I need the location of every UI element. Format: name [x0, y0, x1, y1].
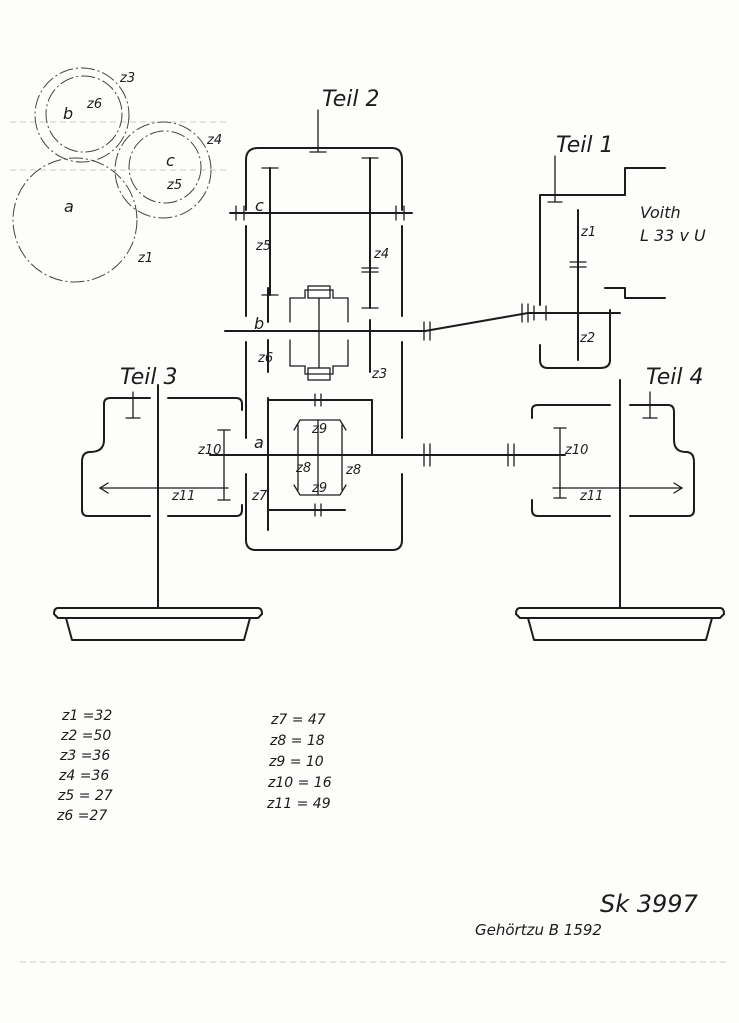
teil2-gearbox: Teil 2 c b a z5 z4	[209, 87, 426, 551]
wheel-right	[515, 607, 725, 619]
gear-label-z11-right: z11	[579, 489, 603, 504]
gear-label-z1: z1	[580, 225, 596, 240]
drive-shaft-lower	[423, 443, 566, 467]
gear-circle-z5	[128, 130, 202, 204]
teil4-axle-drive: Teil 4 z10 z11	[515, 365, 725, 641]
gear-label-z5: z5	[255, 239, 271, 254]
gear-label-z3: z3	[371, 367, 387, 382]
circle-label-z5: z5	[166, 178, 182, 193]
circle-label-a: a	[64, 197, 74, 216]
circle-label-z3: z3	[119, 71, 135, 86]
gear-label-z4: z4	[373, 247, 389, 262]
tooth-count-z7: z7 = 47	[270, 712, 326, 728]
teil1-label: Teil 1	[556, 133, 613, 158]
gear-label-z2: z2	[579, 331, 595, 346]
tooth-count-z9: z9 = 10	[268, 754, 324, 770]
shaft-label-c: c	[255, 196, 264, 215]
teil3-label: Teil 3	[120, 365, 177, 390]
wheel-left	[53, 607, 263, 619]
gear-circle-a	[12, 157, 138, 283]
circle-label-z4: z4	[206, 133, 222, 148]
circle-label-z1: z1	[137, 251, 153, 266]
gear-circle-z4	[114, 121, 212, 219]
voith-label: Voith	[640, 203, 681, 222]
tooth-count-table: z1 =32 z2 =50 z3 =36 z4 =36 z5 = 27 z6 =…	[56, 708, 332, 824]
tooth-count-z10: z10 = 16	[267, 775, 332, 791]
tooth-count-z5: z5 = 27	[57, 788, 113, 804]
drawing-reference: Gehörtzu B 1592	[475, 921, 602, 939]
tooth-count-z4: z4 =36	[58, 768, 109, 784]
teil4-label: Teil 4	[646, 365, 703, 390]
gear-label-z10-left: z10	[197, 443, 221, 458]
tooth-count-z8: z8 = 18	[269, 733, 325, 749]
gear-label-z8-right: z8	[345, 463, 361, 478]
drive-shaft-upper	[424, 312, 529, 332]
teil3-axle-drive: Teil 3 z10 z11	[53, 365, 263, 641]
tooth-count-z11: z11 = 49	[266, 796, 331, 812]
circle-label-c: c	[166, 151, 175, 170]
voith-type-label: L 33 v U	[640, 226, 706, 245]
tooth-count-z3: z3 =36	[59, 748, 110, 764]
gear-label-z9-top: z9	[311, 422, 327, 437]
shaft-label-b: b	[254, 314, 264, 333]
tooth-count-z6: z6 =27	[56, 808, 107, 824]
gear-label-z6: z6	[257, 351, 273, 366]
gear-circle-z3	[34, 67, 130, 163]
gear-label-z9-bottom: z9	[311, 481, 327, 496]
teil2-label: Teil 2	[322, 87, 379, 112]
circle-label-b: b	[63, 104, 73, 123]
gear-label-z10-right: z10	[564, 443, 588, 458]
tooth-count-z1: z1 =32	[61, 708, 112, 724]
gear-label-z7: z7	[251, 489, 268, 504]
gear-circle-overview: a b c z3 z6 z4 z5 z1	[10, 67, 230, 283]
circle-label-z6: z6	[86, 97, 102, 112]
shaft-label-a: a	[254, 433, 264, 452]
teil1-transmission: Teil 1 z1 z2 Voith L 33 v U	[423, 133, 706, 369]
gear-label-z8-left: z8	[295, 461, 311, 476]
gear-label-z11-left: z11	[171, 489, 195, 504]
gear-circle-z6	[45, 75, 123, 153]
tooth-count-z2: z2 =50	[60, 728, 111, 744]
drawing-number: Sk 3997	[600, 890, 699, 918]
